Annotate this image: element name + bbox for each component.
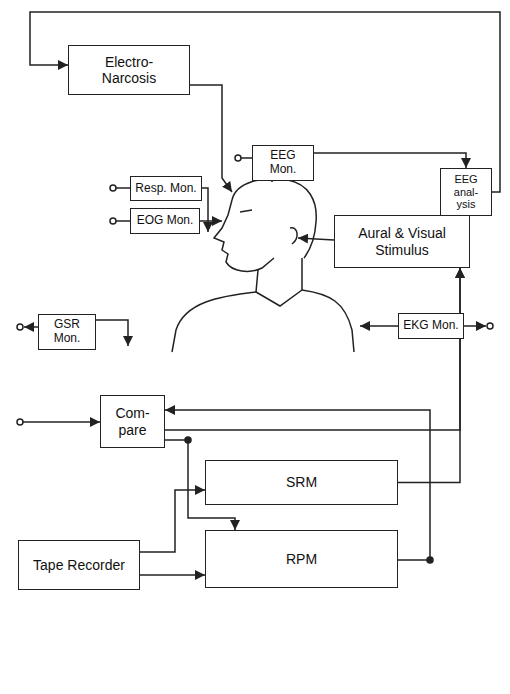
terminal <box>110 185 116 191</box>
process-box: EEG Mon. <box>252 145 314 181</box>
terminal <box>17 324 23 330</box>
box-label: SRM <box>286 474 317 490</box>
process-box: Aural & Visual Stimulus <box>334 215 470 268</box>
shoulders <box>172 290 354 352</box>
wire <box>241 157 252 159</box>
terminal <box>17 419 23 425</box>
eyebrow <box>240 210 252 212</box>
ekg-wire <box>360 325 398 327</box>
process-box: Resp. Mon. <box>130 176 202 201</box>
wire <box>462 325 486 327</box>
signal-connector <box>140 574 205 576</box>
head-outline <box>232 179 316 258</box>
box-label: EEG anal- ysis <box>446 173 486 211</box>
head-figure <box>172 179 354 352</box>
terminal <box>235 155 241 161</box>
process-box: EOG Mon. <box>130 208 200 234</box>
signal-connector <box>314 153 466 168</box>
signal-connector <box>140 490 205 552</box>
process-box: Tape Recorder <box>18 540 140 590</box>
box-label: EKG Mon. <box>403 319 458 333</box>
signal-connector <box>398 268 460 483</box>
collar <box>256 290 302 306</box>
wire <box>116 220 130 222</box>
box-label: Tape Recorder <box>33 557 125 573</box>
process-box: EEG anal- ysis <box>440 168 492 216</box>
box-label: Resp. Mon. <box>135 182 196 196</box>
box-label: GSR Mon. <box>43 318 91 346</box>
process-box: SRM <box>205 460 398 505</box>
terminal <box>110 218 116 224</box>
box-label: RPM <box>286 551 317 567</box>
box-label: EOG Mon. <box>137 214 194 228</box>
process-box: Com- pare <box>100 395 165 448</box>
box-label: EEG Mon. <box>257 149 309 177</box>
gsr-wire <box>94 320 128 346</box>
signal-connector <box>165 268 460 430</box>
eog-wire <box>200 220 222 222</box>
process-box: Electro- Narcosis <box>68 45 190 95</box>
process-box: EKG Mon. <box>398 313 464 339</box>
stimulus-wire <box>298 238 334 240</box>
neck <box>256 258 302 292</box>
process-box: RPM <box>205 530 398 588</box>
wire <box>23 421 100 423</box>
face-profile <box>214 200 274 271</box>
box-label: Com- pare <box>111 405 155 437</box>
terminal <box>487 323 493 329</box>
process-box: GSR Mon. <box>38 314 96 350</box>
wire <box>24 326 38 328</box>
ear <box>290 228 297 244</box>
box-label: Aural & Visual Stimulus <box>347 225 457 257</box>
sensor-wires <box>17 85 493 563</box>
signal-connector <box>30 12 500 192</box>
wire <box>116 187 130 189</box>
box-label: Electro- Narcosis <box>89 54 169 86</box>
